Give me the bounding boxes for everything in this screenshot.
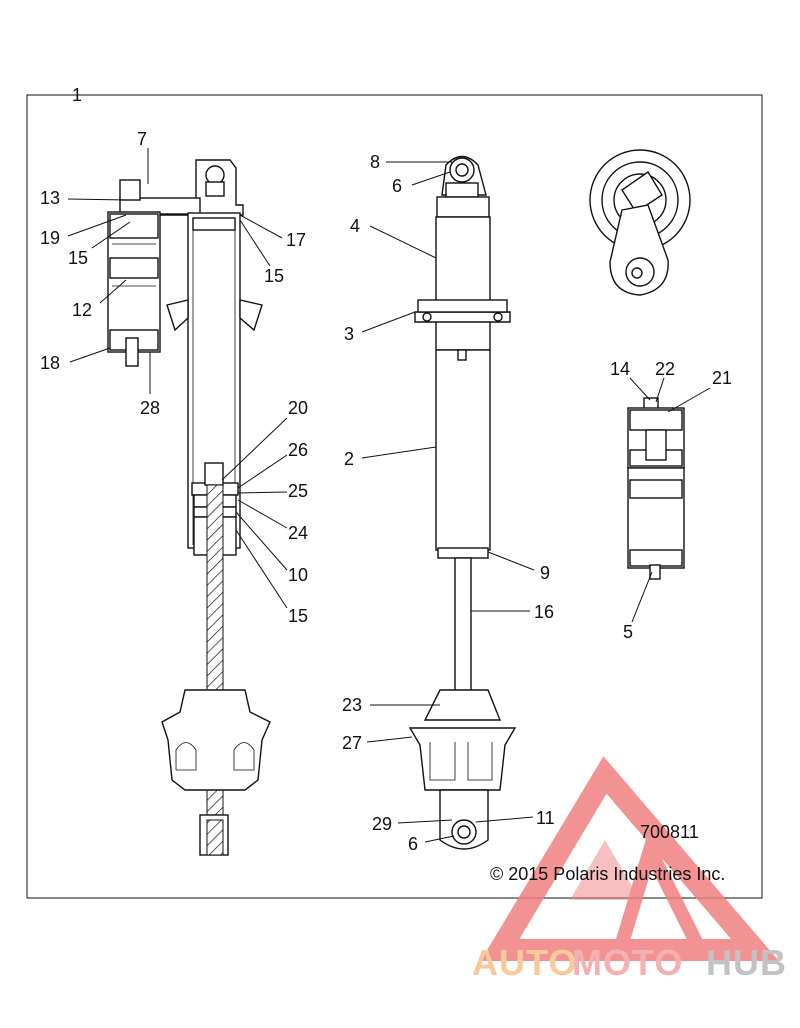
callout-20: 20 (288, 398, 308, 418)
diagram-frame (26, 94, 763, 899)
callout-19: 19 (40, 228, 60, 248)
callout-14: 14 (610, 359, 630, 379)
callout-15-c: 15 (288, 606, 308, 626)
watermark-brand-moto: MOTO (572, 942, 683, 983)
leader-lines (67, 148, 711, 843)
callout-4: 4 (350, 216, 360, 236)
callout-21: 21 (712, 368, 732, 388)
callout-24: 24 (288, 523, 308, 543)
callout-labels: 1 7 13 19 15 17 15 12 18 28 20 26 25 24 … (40, 85, 732, 854)
watermark-brand-auto: AUTO (472, 942, 577, 983)
callout-6-a: 6 (392, 176, 402, 196)
shock-exterior (408, 155, 517, 850)
callout-8: 8 (370, 152, 380, 172)
callout-15-a: 15 (68, 248, 88, 268)
callout-5: 5 (623, 622, 633, 642)
callout-11: 11 (536, 808, 555, 828)
callout-1: 1 (72, 85, 82, 105)
callout-17: 17 (286, 230, 306, 250)
callout-6-b: 6 (408, 834, 418, 854)
watermark-brand-hub: HUB (706, 942, 787, 983)
callout-3: 3 (344, 324, 354, 344)
callout-22: 22 (655, 359, 675, 379)
copyright-notice: © 2015 Polaris Industries Inc. (490, 864, 725, 884)
watermark-logo: AUTO MOTO HUB (472, 756, 787, 983)
callout-26: 26 (288, 440, 308, 460)
callout-15-b: 15 (264, 266, 284, 286)
reservoir-detail (627, 397, 685, 580)
callout-9: 9 (540, 563, 550, 583)
callout-2: 2 (344, 449, 354, 469)
callout-27: 27 (342, 733, 362, 753)
callout-28: 28 (140, 398, 160, 418)
callout-23: 23 (342, 695, 362, 715)
reservoir-cross-section (107, 179, 161, 367)
callout-25: 25 (288, 481, 308, 501)
callout-10: 10 (288, 565, 308, 585)
callout-18: 18 (40, 353, 60, 373)
callout-13: 13 (40, 188, 60, 208)
callout-12: 12 (72, 300, 92, 320)
callout-29: 29 (372, 814, 392, 834)
eyelet-end-view (589, 149, 691, 296)
callout-16: 16 (534, 602, 554, 622)
callout-7: 7 (137, 129, 147, 149)
part-number: 700811 (640, 822, 699, 842)
shock-cross-section (119, 159, 271, 856)
